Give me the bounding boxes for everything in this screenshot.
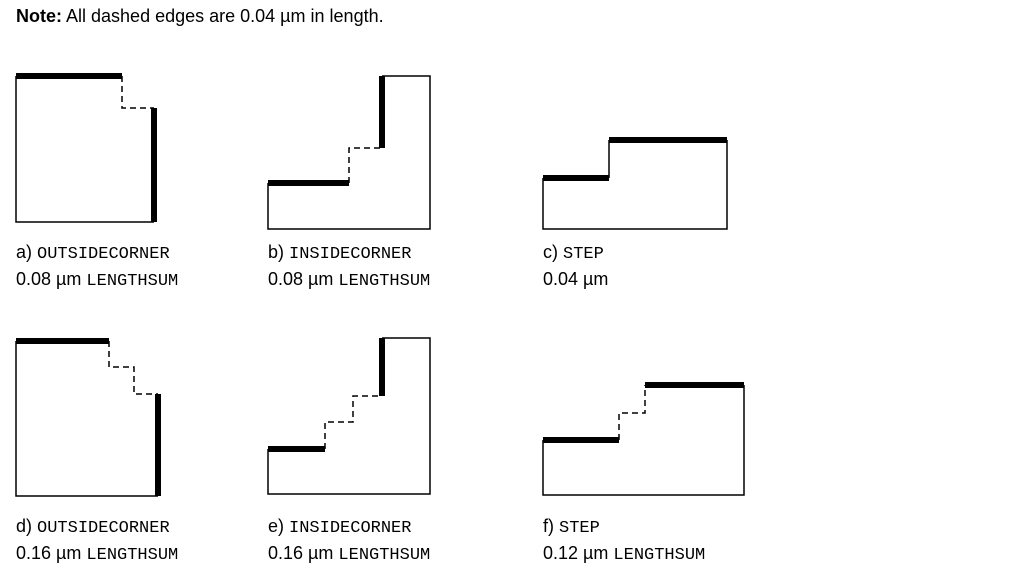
caption-e-value: 0.16 µm	[268, 543, 334, 563]
caption-e-letter: e)	[268, 516, 285, 536]
caption-b: b) INSIDECORNER 0.08 µm LENGTHSUM	[268, 240, 430, 294]
figure-b-shape	[267, 75, 431, 230]
caption-e-unit: LENGTHSUM	[338, 546, 431, 565]
caption-f: f) STEP 0.12 µm LENGTHSUM	[543, 514, 705, 568]
figure-d-dashed-edge	[108, 341, 158, 395]
figure-f-dashed-edge	[618, 385, 646, 440]
caption-d-keyword: OUTSIDECORNER	[37, 519, 170, 538]
caption-d: d) OUTSIDECORNER 0.16 µm LENGTHSUM	[16, 514, 178, 568]
figure-a-shape	[15, 73, 157, 223]
figure-a-dashed-edge	[121, 76, 154, 109]
caption-d-value: 0.16 µm	[16, 543, 82, 563]
caption-f-keyword: STEP	[559, 519, 600, 538]
caption-e: e) INSIDECORNER 0.16 µm LENGTHSUM	[268, 514, 430, 568]
caption-b-letter: b)	[268, 242, 285, 262]
caption-b-value: 0.08 µm	[268, 269, 334, 289]
caption-c-letter: c)	[543, 242, 558, 262]
note-text: All dashed edges are 0.04 µm in length.	[66, 6, 384, 26]
caption-a-keyword: OUTSIDECORNER	[37, 245, 170, 264]
caption-b-keyword: INSIDECORNER	[289, 245, 412, 264]
caption-f-letter: f)	[543, 516, 554, 536]
figure-e-dashed-edge	[324, 395, 382, 449]
caption-c: c) STEP 0.04 µm	[543, 240, 608, 294]
caption-c-value: 0.04 µm	[543, 269, 609, 289]
figure-d-shape	[15, 338, 161, 497]
figure-a-outline	[15, 76, 154, 223]
caption-e-keyword: INSIDECORNER	[289, 519, 412, 538]
caption-a-letter: a)	[16, 242, 33, 262]
figure-e-outline	[267, 337, 431, 495]
figure-d-outline	[15, 341, 158, 497]
caption-a-value: 0.08 µm	[16, 269, 82, 289]
figure-f-outline	[542, 385, 745, 496]
figure-e-shape	[267, 337, 431, 495]
caption-f-unit: LENGTHSUM	[613, 546, 706, 565]
figure-b-outline	[267, 75, 431, 230]
caption-b-unit: LENGTHSUM	[338, 272, 431, 291]
caption-a: a) OUTSIDECORNER 0.08 µm LENGTHSUM	[16, 240, 178, 294]
caption-d-letter: d)	[16, 516, 33, 536]
figure-b-dashed-edge	[348, 147, 382, 183]
caption-a-unit: LENGTHSUM	[86, 272, 179, 291]
caption-d-unit: LENGTHSUM	[86, 546, 179, 565]
note-label: Note:	[16, 6, 62, 26]
caption-f-value: 0.12 µm	[543, 543, 609, 563]
figure-c-outline	[542, 140, 728, 230]
figure-f-shape	[542, 382, 745, 496]
caption-c-keyword: STEP	[563, 245, 604, 264]
note: Note: All dashed edges are 0.04 µm in le…	[16, 6, 384, 27]
figure-c-shape	[542, 137, 728, 230]
